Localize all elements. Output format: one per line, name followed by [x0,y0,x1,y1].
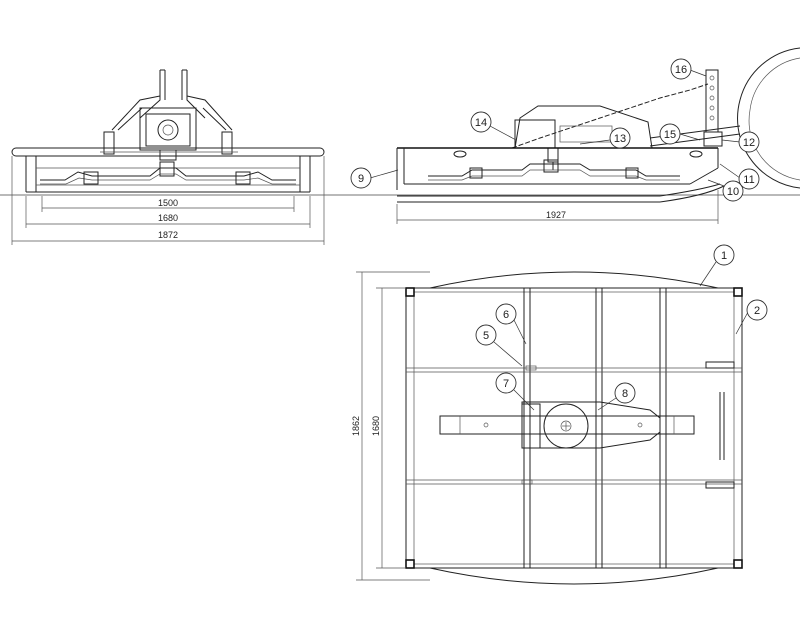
balloon-2: 2 [735,299,768,335]
top-skid-front [429,271,719,289]
front-gearbox [139,107,197,161]
side-deck [396,147,719,190]
tractor-wheel [737,47,800,189]
top-ribs [406,287,742,569]
front-blades [40,161,296,185]
dim-1680-top: 1680 [371,416,381,436]
front-view: 1500 1680 1872 [0,69,800,245]
svg-text:15: 15 [664,129,676,141]
front-dimensions: 1500 1680 1872 [11,156,325,245]
svg-text:7: 7 [503,378,509,390]
balloon-15: 15 [659,123,701,145]
svg-text:2: 2 [754,305,760,317]
top-hitch-pins [705,361,735,489]
balloon-7: 7 [495,372,535,411]
chain [511,83,709,149]
top-view: 1862 1680 1 2 5 6 [351,244,768,585]
svg-text:10: 10 [727,186,739,198]
top-drive-beam [439,401,695,449]
balloon-14: 14 [470,111,517,141]
svg-text:16: 16 [675,64,687,76]
balloon-12: 12 [721,131,760,153]
svg-text:9: 9 [358,173,364,185]
dim-1872: 1872 [158,230,178,240]
svg-text:12: 12 [743,137,755,149]
side-dimension: 1927 [396,190,719,224]
svg-text:13: 13 [614,133,626,145]
balloon-6: 6 [495,303,527,345]
left-hitch-bracket [103,131,115,155]
svg-text:11: 11 [743,174,754,186]
svg-text:5: 5 [483,330,489,342]
dim-1862: 1862 [351,416,361,436]
balloon-11: 11 [719,163,760,190]
skid-runner [397,183,725,203]
front-deck [25,156,311,193]
svg-text:6: 6 [503,309,509,321]
right-hitch-bracket [221,131,233,155]
balloon-13: 13 [579,127,631,149]
balloon-5: 5 [475,324,523,367]
balloon-10: 10 [707,179,744,202]
front-frame-tube [11,147,325,157]
top-dimensions: 1862 1680 [351,271,430,581]
side-mast [705,69,719,133]
side-blades [428,159,680,181]
svg-text:14: 14 [475,117,487,129]
front-hitch-mast [111,69,233,131]
balloon-16: 16 [670,58,707,80]
side-view: 1927 9 10 11 12 13 [350,47,800,224]
dim-1500: 1500 [158,198,178,208]
balloon-9: 9 [350,167,399,189]
balloon-8: 8 [597,382,636,411]
svg-text:8: 8 [622,388,628,400]
dim-1927: 1927 [546,210,566,220]
top-skid-rear [429,567,719,585]
svg-text:1: 1 [721,250,727,262]
hitch-pin-block [703,131,723,147]
balloon-1: 1 [699,244,735,287]
side-gearbox [514,105,653,170]
top-outer-frame [405,287,743,569]
dim-1680: 1680 [158,213,178,223]
